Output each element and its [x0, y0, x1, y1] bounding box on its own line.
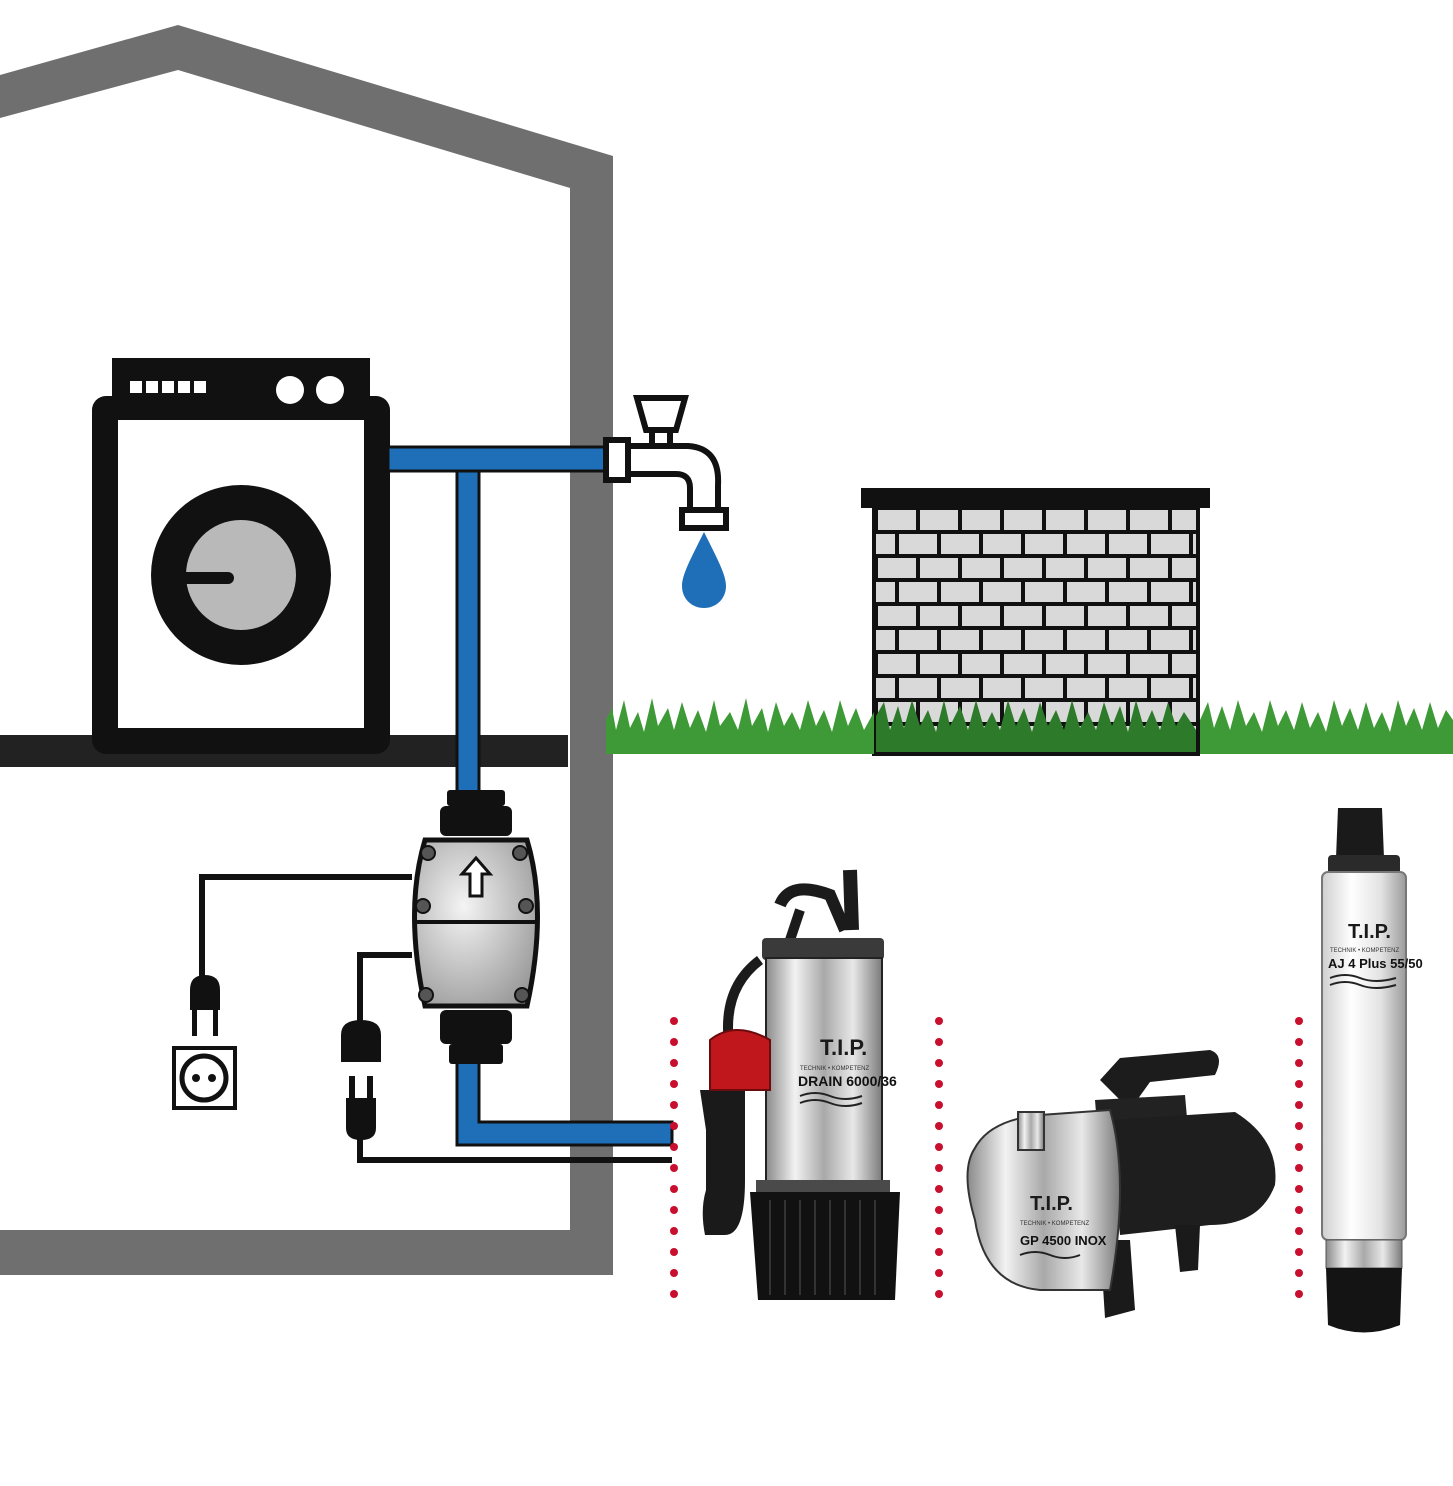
- garden-pump-model: GP 4500 INOX: [1020, 1233, 1107, 1248]
- wall-socket-icon: [172, 1046, 237, 1110]
- drain-pump-tagline: TECHNIK • KOMPETENZ: [800, 1066, 869, 1072]
- power-cable: [199, 874, 672, 1163]
- water-pipe: [386, 445, 674, 1147]
- garden-pump-image: T.I.P. TECHNIK • KOMPETENZ GP 4500 INOX: [966, 1050, 1276, 1318]
- power-plug-icon: [341, 1020, 381, 1140]
- pressure-controller-icon: [412, 790, 540, 1064]
- separator-dots: [670, 1017, 1303, 1298]
- deep-well-pump-brand: T.I.P.: [1348, 921, 1391, 943]
- deep-well-pump-tagline: TECHNIK • KOMPETENZ: [1330, 948, 1399, 954]
- water-drop-icon: [682, 532, 726, 608]
- garden-pump-tagline: TECHNIK • KOMPETENZ: [1020, 1221, 1089, 1227]
- house-outline: [0, 25, 613, 1275]
- washing-machine-icon: [92, 358, 390, 754]
- drain-pump-image: T.I.P. TECHNIK • KOMPETENZ DRAIN 6000/36: [700, 869, 900, 1300]
- drain-pump-brand: T.I.P.: [820, 1035, 867, 1060]
- garden-pump-brand: T.I.P.: [1030, 1193, 1073, 1215]
- water-tap-icon: [603, 395, 729, 531]
- deep-well-pump-image: T.I.P. TECHNIK • KOMPETENZ AJ 4 Plus 55/…: [1321, 808, 1423, 1333]
- grass-icon: [606, 698, 1453, 754]
- deep-well-pump-model: AJ 4 Plus 55/50: [1328, 956, 1423, 971]
- drain-pump-model: DRAIN 6000/36: [798, 1073, 897, 1089]
- power-plug-icon: [190, 975, 220, 1036]
